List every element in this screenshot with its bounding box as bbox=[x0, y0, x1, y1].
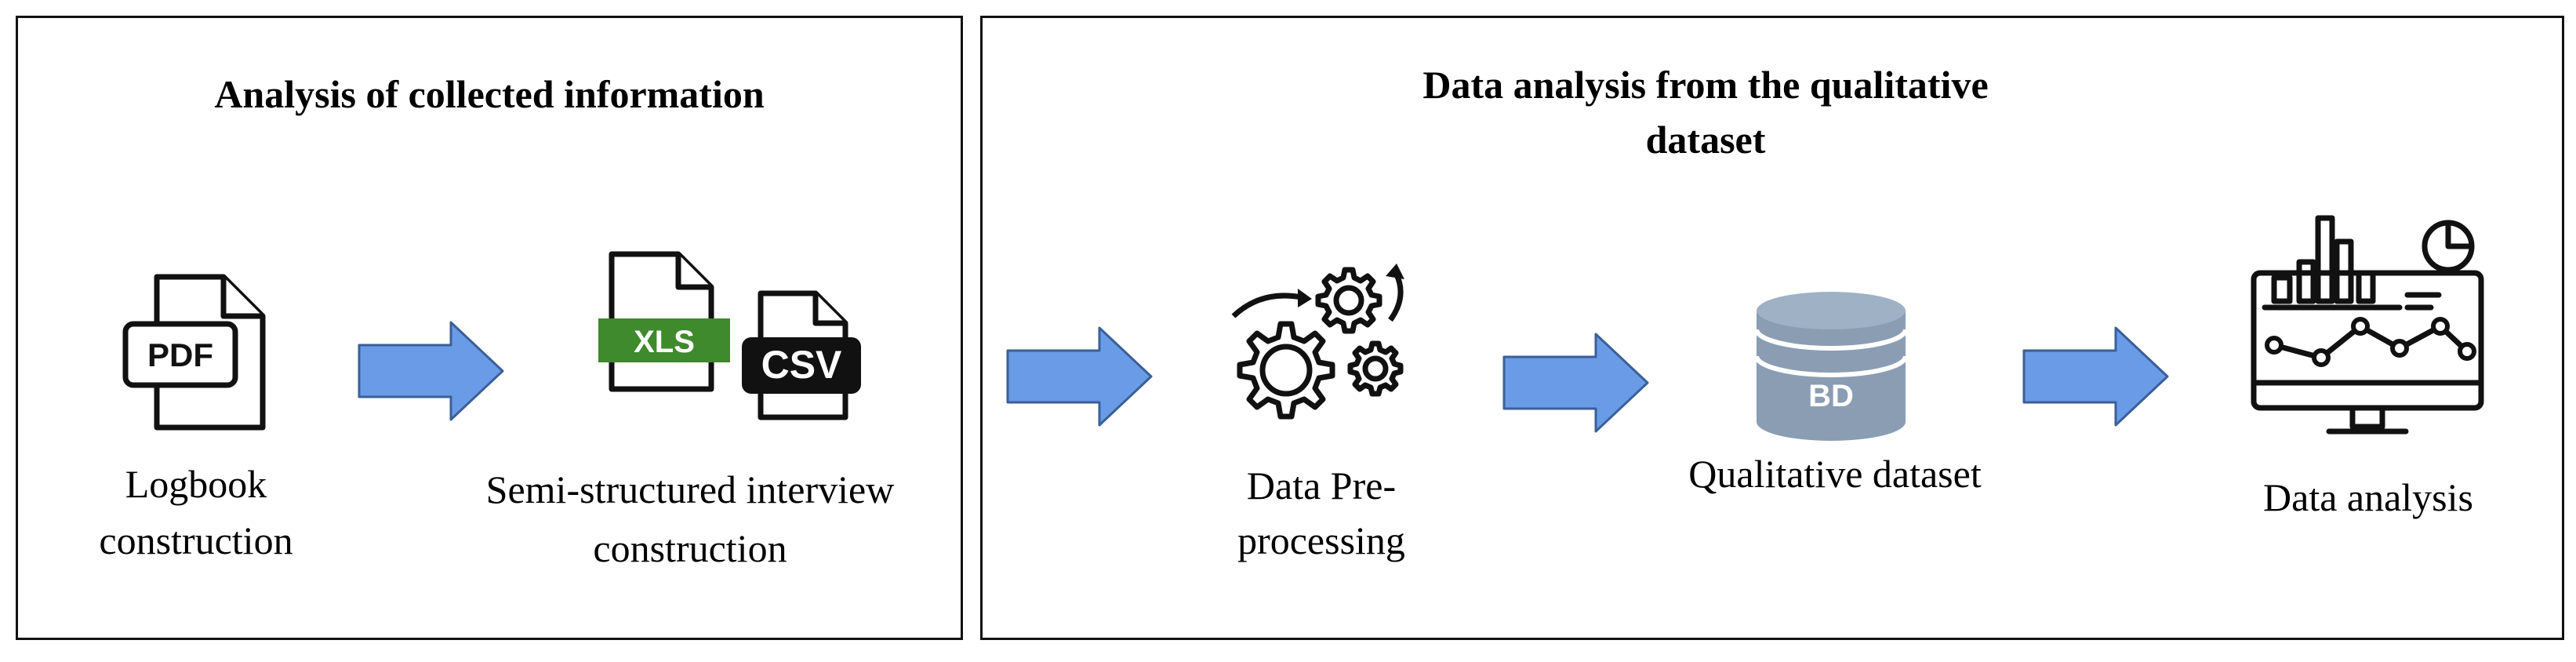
left-panel-title: Analysis of collected information bbox=[214, 72, 765, 116]
xls-badge-text: XLS bbox=[634, 325, 695, 359]
preprocessing-label-line1: Data Pre- bbox=[1246, 464, 1397, 507]
pdf-badge-text: PDF bbox=[147, 336, 213, 373]
flow-arrow-3 bbox=[1502, 333, 1649, 433]
pdf-file-icon: PDF bbox=[122, 274, 266, 431]
database-icon: BD bbox=[1754, 292, 1908, 441]
dataset-label: Qualitative dataset bbox=[1688, 452, 1982, 496]
interview-label-line2: construction bbox=[593, 526, 787, 570]
csv-file-icon: CSV bbox=[742, 290, 861, 420]
gears-icon bbox=[1231, 264, 1404, 420]
logbook-label-line1: Logbook bbox=[125, 462, 267, 506]
right-panel-title-line1: Data analysis from the qualitative bbox=[1422, 63, 1989, 107]
xls-file-icon: XLS bbox=[598, 251, 730, 392]
flow-arrow-1 bbox=[358, 321, 504, 421]
flow-arrow-4 bbox=[2022, 326, 2169, 427]
preprocessing-label-line2: processing bbox=[1237, 518, 1405, 562]
logbook-label-line2: construction bbox=[99, 518, 293, 562]
right-panel-title-line2: dataset bbox=[1645, 118, 1766, 162]
csv-badge-text: CSV bbox=[761, 343, 842, 387]
monitor-analytics-icon bbox=[2251, 215, 2484, 435]
analysis-label: Data analysis bbox=[2263, 475, 2473, 519]
interview-label-line1: Semi-structured interview bbox=[485, 467, 895, 511]
db-badge-text: BD bbox=[1808, 379, 1854, 413]
flow-arrow-2 bbox=[1006, 326, 1153, 427]
